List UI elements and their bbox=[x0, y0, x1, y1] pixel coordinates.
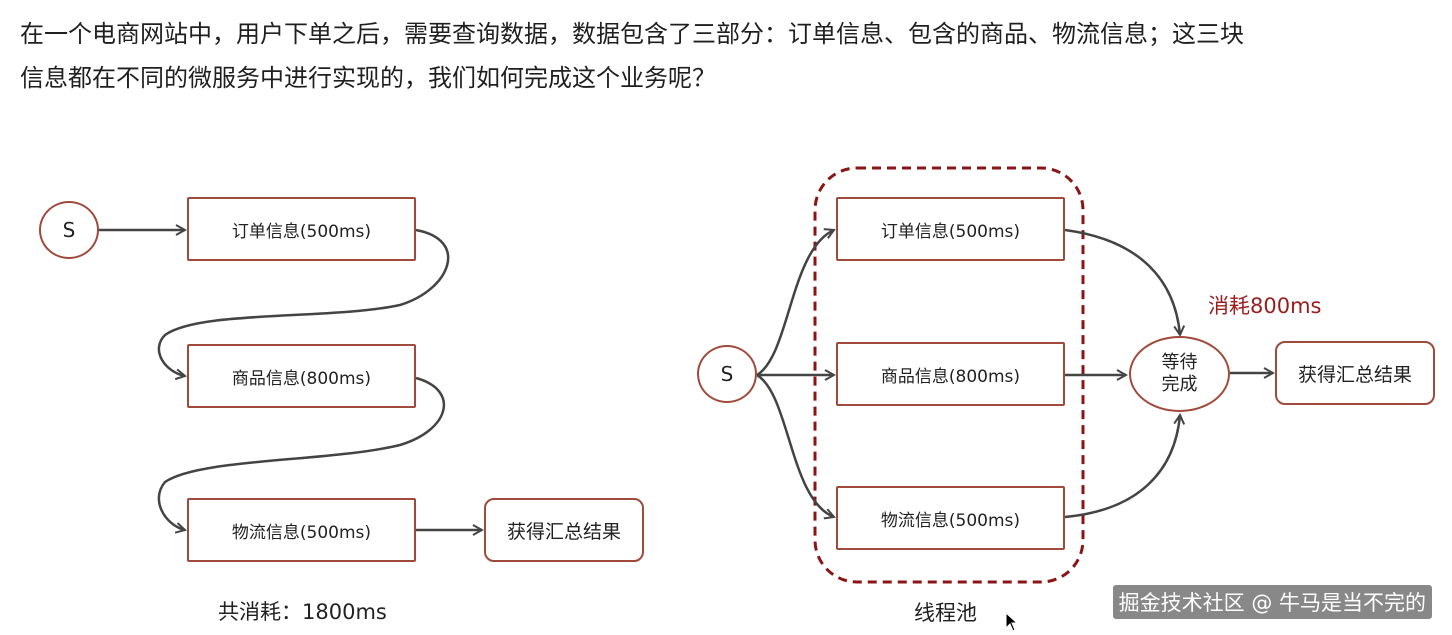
product-info-box-left: 商品信息(800ms) bbox=[187, 344, 416, 408]
arrow-product-to-logistics bbox=[157, 376, 446, 530]
intro-line-1: 在一个电商网站中，用户下单之后，需要查询数据，数据包含了三部分：订单信息、包含的… bbox=[20, 20, 1244, 48]
mouse-cursor-icon bbox=[1005, 612, 1019, 632]
wait-complete-node: 等待 完成 bbox=[1129, 336, 1230, 412]
watermark: 掘金技术社区 @ 牛马是当不完的 bbox=[1112, 585, 1432, 619]
total-cost-label: 共消耗：1800ms bbox=[218, 600, 387, 624]
logistics-info-box-left: 物流信息(500ms) bbox=[187, 498, 416, 562]
parallel-cost-label: 消耗800ms bbox=[1208, 294, 1322, 318]
product-info-box-right: 商品信息(800ms) bbox=[836, 342, 1065, 406]
result-box-right: 获得汇总结果 bbox=[1275, 341, 1435, 405]
result-box-left: 获得汇总结果 bbox=[484, 498, 644, 562]
thread-pool-border bbox=[813, 166, 1085, 584]
thread-pool-label: 线程池 bbox=[914, 601, 977, 625]
intro-text: 在一个电商网站中，用户下单之后，需要查询数据，数据包含了三部分：订单信息、包含的… bbox=[20, 12, 1420, 100]
order-info-box-left: 订单信息(500ms) bbox=[187, 197, 416, 261]
arrow-order-to-wait bbox=[1064, 228, 1180, 335]
arrow-s-to-logistics-r bbox=[756, 373, 834, 517]
arrow-order-to-product bbox=[157, 228, 450, 376]
arrow-logistics-to-wait bbox=[1064, 415, 1180, 519]
start-node-right: S bbox=[697, 345, 757, 403]
order-info-box-right: 订单信息(500ms) bbox=[836, 197, 1065, 261]
intro-line-2: 信息都在不同的微服务中进行实现的，我们如何完成这个业务呢？ bbox=[20, 64, 716, 92]
start-node-left: S bbox=[39, 201, 99, 259]
arrow-s-to-order-r bbox=[756, 230, 834, 377]
logistics-info-box-right: 物流信息(500ms) bbox=[836, 486, 1065, 550]
wait-line-1: 等待 bbox=[1161, 352, 1198, 373]
wait-line-2: 完成 bbox=[1161, 374, 1198, 395]
